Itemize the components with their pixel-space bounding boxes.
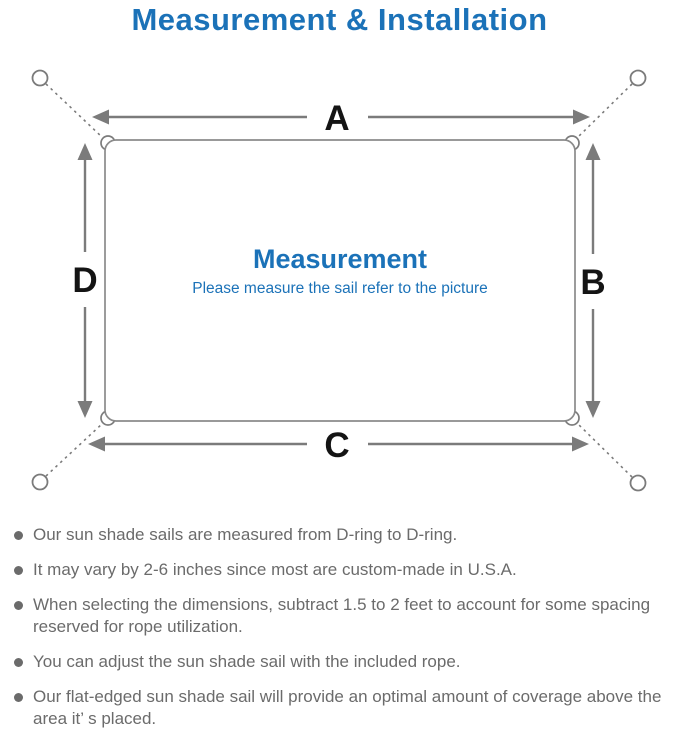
note-item: It may vary by 2-6 inches since most are…	[12, 559, 668, 581]
dimension-arrow-a	[92, 109, 590, 125]
dim-label-c: C	[324, 426, 349, 465]
dimension-arrow-c	[88, 436, 589, 452]
dimension-arrow-b	[585, 143, 601, 418]
note-item: You can adjust the sun shade sail with t…	[12, 651, 668, 673]
notes-list: Our sun shade sails are measured from D-…	[12, 524, 668, 739]
note-text: You can adjust the sun shade sail with t…	[33, 652, 461, 671]
bullet-icon	[14, 601, 23, 610]
note-item: Our flat-edged sun shade sail will provi…	[12, 686, 668, 730]
dim-label-b: B	[580, 263, 605, 302]
bullet-icon	[14, 531, 23, 540]
bullet-icon	[14, 566, 23, 575]
note-text: It may vary by 2-6 inches since most are…	[33, 560, 517, 579]
sail-measurement-diagram: A C D B Measurement Please measure the s…	[31, 69, 647, 492]
note-item: When selecting the dimensions, subtract …	[12, 594, 668, 638]
bullet-icon	[14, 693, 23, 702]
diagram-center-subtitle: Please measure the sail refer to the pic…	[192, 280, 488, 297]
anchor-ring-icon	[31, 69, 647, 492]
note-text: When selecting the dimensions, subtract …	[33, 595, 651, 636]
bullet-icon	[14, 658, 23, 667]
dimension-arrow-d	[77, 143, 93, 418]
note-text: Our flat-edged sun shade sail will provi…	[33, 687, 662, 728]
dim-label-a: A	[324, 99, 349, 138]
page-title: Measurement & Installation	[131, 2, 548, 37]
sail-outline	[104, 139, 576, 422]
diagram-center-title: Measurement	[253, 244, 427, 274]
note-text: Our sun shade sails are measured from D-…	[33, 525, 458, 544]
rope-dashed-lines	[45, 83, 633, 478]
dim-label-d: D	[72, 261, 97, 300]
note-item: Our sun shade sails are measured from D-…	[12, 524, 668, 546]
